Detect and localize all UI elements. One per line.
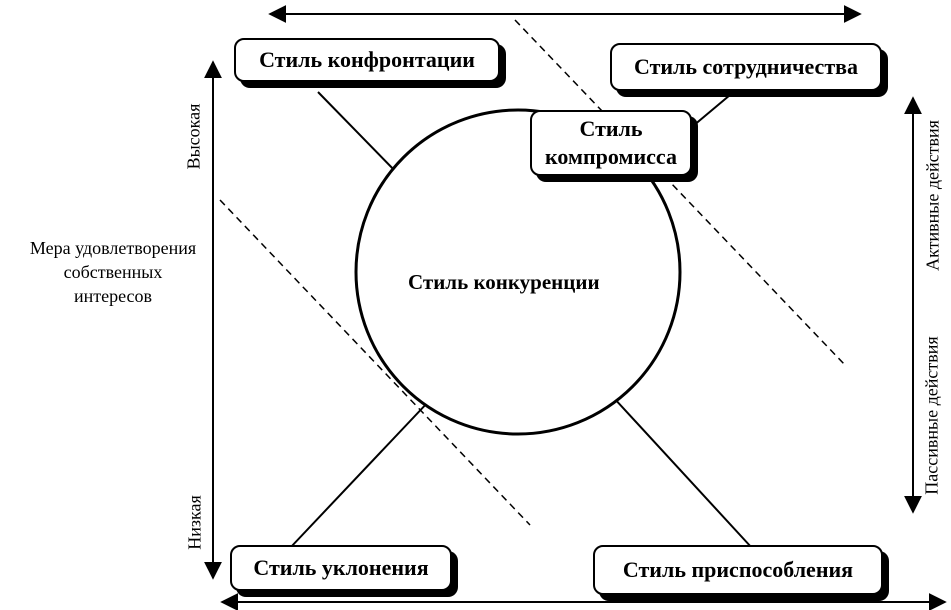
cooperation-connector xyxy=(692,94,731,127)
avoidance-style-box: Стиль уклонения xyxy=(230,545,452,591)
cooperation-style-label: Стиль сотрудничества xyxy=(633,54,859,79)
upper-dashed-diagonal xyxy=(514,19,846,366)
high-label: Высокая xyxy=(183,103,204,170)
confrontation-connector xyxy=(317,91,401,177)
low-label: Низкая xyxy=(184,495,205,550)
accommodation-connector xyxy=(612,396,753,549)
competition-style-label: Стиль конкуренции xyxy=(408,270,600,294)
left-axis-title: Мера удовлетворения собственных интересо… xyxy=(8,236,218,308)
confrontation-style-label: Стиль конфронтации xyxy=(259,47,475,72)
lower-dashed-diagonal xyxy=(219,199,531,526)
competition-circle xyxy=(354,108,682,436)
passive-actions-label: Пассивные действия xyxy=(921,336,942,495)
left-axis-title-line3: интересов xyxy=(73,286,153,306)
cooperation-style-box: Стиль сотрудничества xyxy=(610,43,882,91)
compromise-style-label-line1: Стиль xyxy=(579,116,643,141)
compromise-style-box: Стиль компромисса xyxy=(530,110,692,176)
accommodation-style-box: Стиль приспособления xyxy=(593,545,883,595)
active-actions-label: Активные действия xyxy=(922,120,943,271)
compromise-style-label-line2: компромисса xyxy=(545,144,677,169)
avoidance-style-label: Стиль уклонения xyxy=(253,555,429,580)
left-axis-title-line1: Мера удовлетворения xyxy=(29,238,197,258)
avoidance-connector xyxy=(289,399,431,549)
confrontation-style-box: Стиль конфронтации xyxy=(234,38,500,82)
accommodation-style-label: Стиль приспособления xyxy=(622,557,854,582)
left-axis-title-line2: собственных xyxy=(63,262,163,282)
